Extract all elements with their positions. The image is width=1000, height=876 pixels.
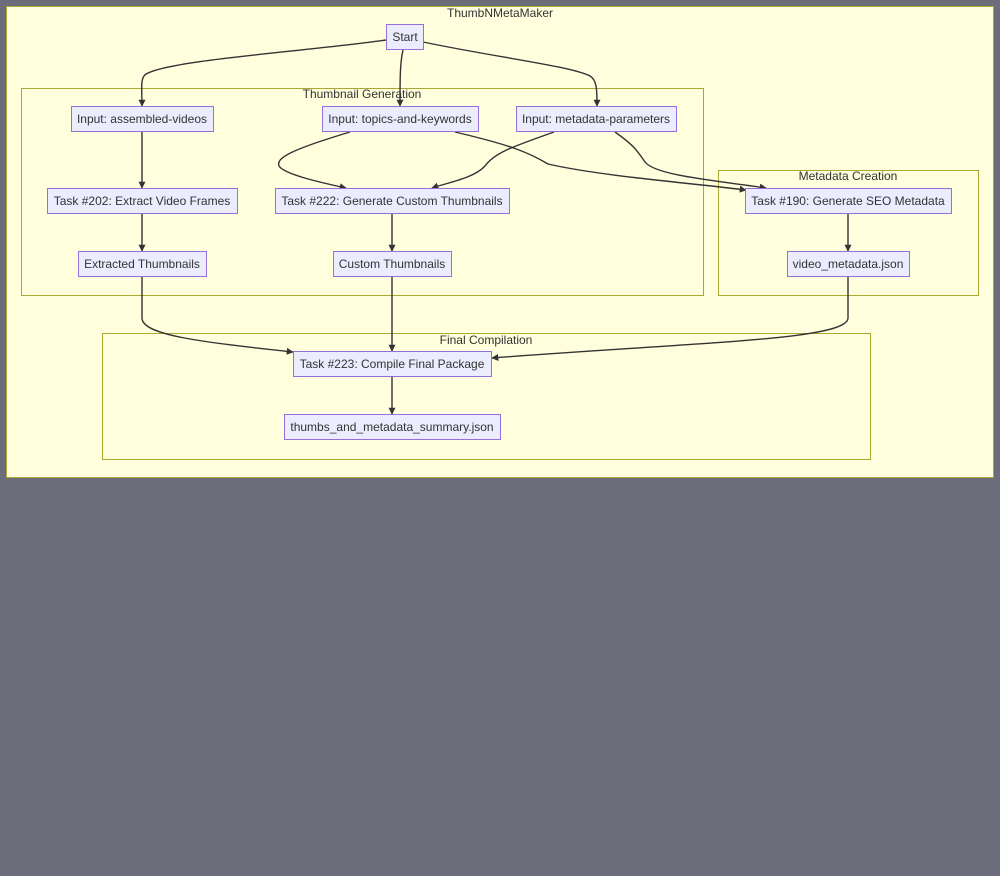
node-extracted-label: Extracted Thumbnails bbox=[84, 257, 200, 271]
edge-extracted-to-task223 bbox=[141, 277, 294, 355]
node-input-videos-label: Input: assembled-videos bbox=[77, 112, 207, 126]
node-summary-label: thumbs_and_metadata_summary.json bbox=[290, 420, 493, 434]
node-extracted-thumbnails[interactable]: Extracted Thumbnails bbox=[78, 251, 207, 277]
node-input-params-label: Input: metadata-parameters bbox=[522, 112, 670, 126]
edge-start-to-input-params bbox=[422, 41, 601, 107]
node-input-topics-and-keywords[interactable]: Input: topics-and-keywords bbox=[322, 106, 479, 132]
edge-input-topics-to-task190 bbox=[454, 131, 747, 193]
edges bbox=[138, 39, 852, 415]
edge-input-params-to-task222 bbox=[431, 131, 555, 190]
node-video-meta-label: video_metadata.json bbox=[793, 257, 904, 271]
node-task222-label: Task #222: Generate Custom Thumbnails bbox=[281, 194, 502, 208]
node-task223-label: Task #223: Compile Final Package bbox=[300, 357, 485, 371]
node-input-assembled-videos[interactable]: Input: assembled-videos bbox=[71, 106, 214, 132]
edge-start-to-input-videos bbox=[138, 39, 387, 107]
edge-video-meta-to-task223 bbox=[491, 277, 849, 362]
node-start[interactable]: Start bbox=[386, 24, 424, 50]
node-task190-label: Task #190: Generate SEO Metadata bbox=[751, 194, 945, 208]
node-video-metadata-json[interactable]: video_metadata.json bbox=[787, 251, 910, 277]
cluster-title-final: Final Compilation bbox=[440, 333, 533, 347]
cluster-title-thumbnail: Thumbnail Generation bbox=[303, 87, 422, 101]
node-task-222[interactable]: Task #222: Generate Custom Thumbnails bbox=[275, 188, 510, 214]
node-custom-thumbnails[interactable]: Custom Thumbnails bbox=[333, 251, 452, 277]
node-summary-json[interactable]: thumbs_and_metadata_summary.json bbox=[284, 414, 501, 440]
node-custom-label: Custom Thumbnails bbox=[339, 257, 446, 271]
node-input-metadata-parameters[interactable]: Input: metadata-parameters bbox=[516, 106, 677, 132]
diagram-title: ThumbNMetaMaker bbox=[447, 6, 553, 20]
cluster-title-metadata: Metadata Creation bbox=[799, 169, 898, 183]
node-task-223[interactable]: Task #223: Compile Final Package bbox=[293, 351, 492, 377]
node-start-label: Start bbox=[392, 30, 418, 44]
node-task-190[interactable]: Task #190: Generate SEO Metadata bbox=[745, 188, 952, 214]
node-task202-label: Task #202: Extract Video Frames bbox=[54, 194, 231, 208]
edge-input-params-to-task190 bbox=[614, 131, 767, 191]
node-input-topics-label: Input: topics-and-keywords bbox=[328, 112, 471, 126]
node-task-202[interactable]: Task #202: Extract Video Frames bbox=[47, 188, 238, 214]
edge-start-to-input-topics bbox=[396, 49, 404, 107]
edge-input-topics-to-task222 bbox=[277, 131, 351, 191]
